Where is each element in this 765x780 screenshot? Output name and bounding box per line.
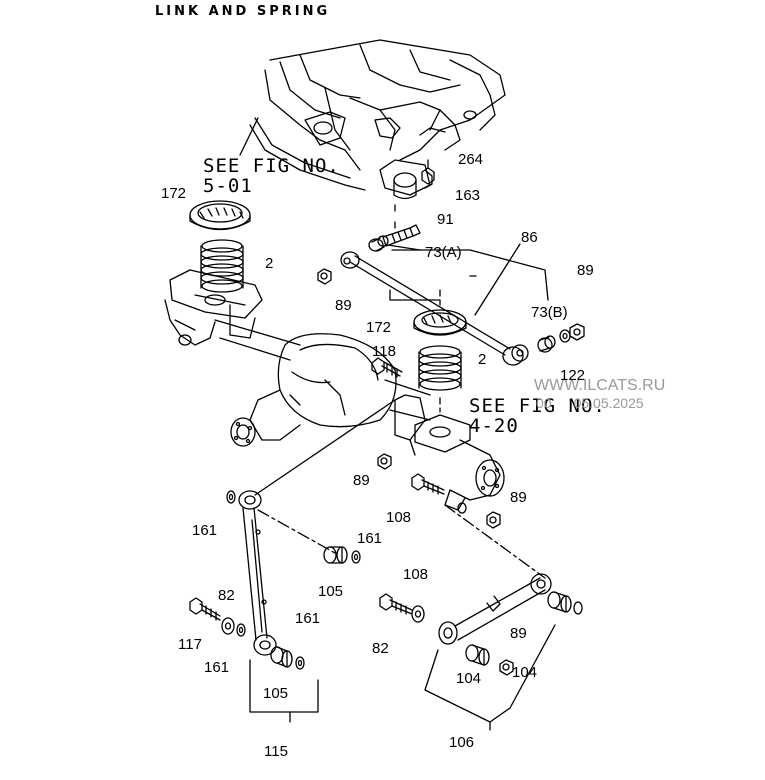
chassis-frame <box>249 39 506 191</box>
washer-161-bottom <box>295 656 305 670</box>
part-label-115[interactable]: 115 <box>264 743 288 760</box>
part-label-106[interactable]: 106 <box>449 734 475 751</box>
part-label-89-lower-right[interactable]: 89 <box>510 489 527 506</box>
washer-122 <box>559 329 571 343</box>
part-label-105-bottom[interactable]: 105 <box>263 685 289 702</box>
part-label-122[interactable]: 122 <box>560 367 586 384</box>
part-label-86[interactable]: 86 <box>521 229 538 246</box>
washer-161-mid <box>351 550 361 564</box>
nut-89-right <box>569 323 585 341</box>
leader-73a <box>391 249 549 301</box>
washer-161-bottom-left <box>236 623 246 637</box>
part-label-161-bottom-left[interactable]: 161 <box>204 659 230 676</box>
fig-reference-5-01[interactable]: SEE FIG NO. 5-01 <box>203 155 340 197</box>
lateral-rod-86 <box>340 251 529 366</box>
see-fig-text: SEE FIG NO. <box>203 155 340 177</box>
part-label-161-top[interactable]: 161 <box>192 522 218 539</box>
part-label-82-left[interactable]: 82 <box>218 587 235 604</box>
bolt-91 <box>382 224 421 247</box>
part-label-161-bottom[interactable]: 161 <box>295 610 321 627</box>
part-label-104-upper[interactable]: 104 <box>512 664 538 681</box>
part-label-108-lower[interactable]: 108 <box>403 566 429 583</box>
leader-line <box>239 117 259 156</box>
washer-104-small <box>573 601 583 615</box>
fig-number: 4-20 <box>469 414 519 437</box>
watermark-date-prefix: 00 <box>536 395 552 411</box>
part-label-264[interactable]: 264 <box>458 151 484 168</box>
bolt-108-lower <box>379 593 413 615</box>
part-label-172-right[interactable]: 172 <box>366 319 392 336</box>
centerline <box>444 504 546 579</box>
part-label-89-right[interactable]: 89 <box>577 262 594 279</box>
see-fig-text: SEE FIG NO. <box>469 395 606 417</box>
part-label-73b[interactable]: 73(B) <box>531 304 568 321</box>
coil-spring-2-left <box>200 239 244 293</box>
part-label-89-upper-left[interactable]: 89 <box>335 297 352 314</box>
group-bracket <box>424 649 511 723</box>
bolt-108-middle <box>411 473 445 495</box>
bracket-163 <box>379 159 433 200</box>
part-label-91[interactable]: 91 <box>437 211 454 228</box>
bushing-104-lower <box>465 644 490 666</box>
bushing-73b <box>537 335 556 353</box>
bolt-117 <box>189 597 221 621</box>
watermark-date: 00 05.05.2025 <box>536 396 644 410</box>
axle-housing <box>164 269 505 511</box>
bushing-105-bottom <box>270 646 293 668</box>
lower-link-106 <box>438 573 552 645</box>
diagram-title: LINK AND SPRING <box>155 4 331 19</box>
part-label-161-mid[interactable]: 161 <box>357 530 383 547</box>
bushing-73a <box>368 235 389 252</box>
part-label-73a[interactable]: 73(A) <box>425 244 462 261</box>
washer-161-top <box>226 490 236 504</box>
nut-89-axle <box>377 453 392 470</box>
spring-seat-172-left <box>189 200 251 231</box>
leader-line <box>254 399 396 496</box>
part-label-2-right[interactable]: 2 <box>478 351 487 368</box>
spring-seat-172-right <box>413 309 467 336</box>
bushing-104-upper <box>547 591 572 613</box>
part-label-104-lower[interactable]: 104 <box>456 670 482 687</box>
part-label-118[interactable]: 118 <box>372 343 396 360</box>
part-label-82-right[interactable]: 82 <box>372 640 389 657</box>
lower-link-115 <box>238 490 336 656</box>
washer-82-left <box>221 617 235 635</box>
nut-89-lower-right <box>457 502 501 529</box>
fig-reference-4-20[interactable]: SEE FIG NO. 4-20 <box>469 395 606 437</box>
watermark-site: WWW.ILCATS.RU <box>534 377 666 394</box>
nut-89-bottom <box>499 659 514 676</box>
part-label-108-middle[interactable]: 108 <box>386 509 412 526</box>
part-label-172-left[interactable]: 172 <box>161 185 187 202</box>
bushing-105-top <box>323 546 348 564</box>
part-label-89-axle[interactable]: 89 <box>353 472 370 489</box>
washer-82-right <box>411 605 425 623</box>
nut-89-upper-left <box>317 268 332 285</box>
group-bracket <box>249 659 291 723</box>
part-label-163[interactable]: 163 <box>455 187 481 204</box>
coil-spring-2-right <box>418 345 462 391</box>
part-label-89-bottom[interactable]: 89 <box>510 625 527 642</box>
bolt-118 <box>371 357 403 378</box>
part-label-2-left[interactable]: 2 <box>265 255 274 272</box>
part-label-105-top[interactable]: 105 <box>318 583 344 600</box>
bolt-264 <box>421 159 435 185</box>
fig-number: 5-01 <box>203 174 253 197</box>
part-label-117[interactable]: 117 <box>178 636 202 653</box>
watermark-date-value: 05.05.2025 <box>573 395 644 411</box>
